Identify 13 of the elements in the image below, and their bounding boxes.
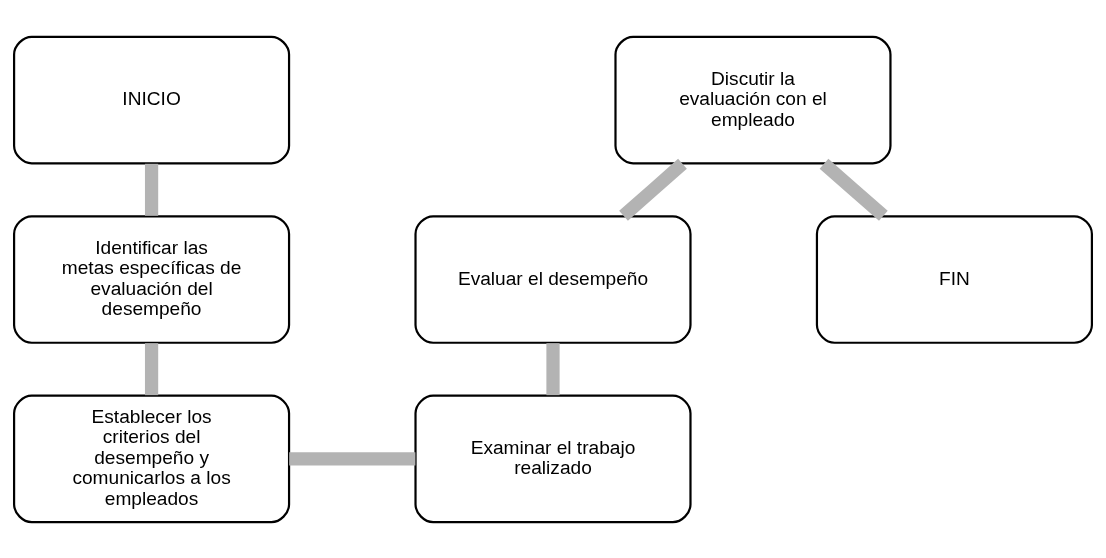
node-box: FIN (815, 214, 1093, 344)
connector (819, 158, 888, 221)
node-box: Evaluar el desempeño (414, 214, 692, 344)
node-box: Identificar las metas específicas de evaluación del desempeño (13, 214, 291, 344)
node-box: INICIO (13, 35, 291, 164)
node-box: Examinar el trabajo realizado (414, 394, 692, 523)
connector (289, 451, 416, 465)
connector (144, 342, 159, 395)
node-box: Discutir la evaluación con el empleado (614, 35, 892, 164)
connector (619, 158, 687, 221)
node-box: Establecer los criterios del desempeño y comunicarlos a los empleados (13, 394, 291, 523)
connector (546, 342, 560, 395)
connector (144, 163, 159, 216)
